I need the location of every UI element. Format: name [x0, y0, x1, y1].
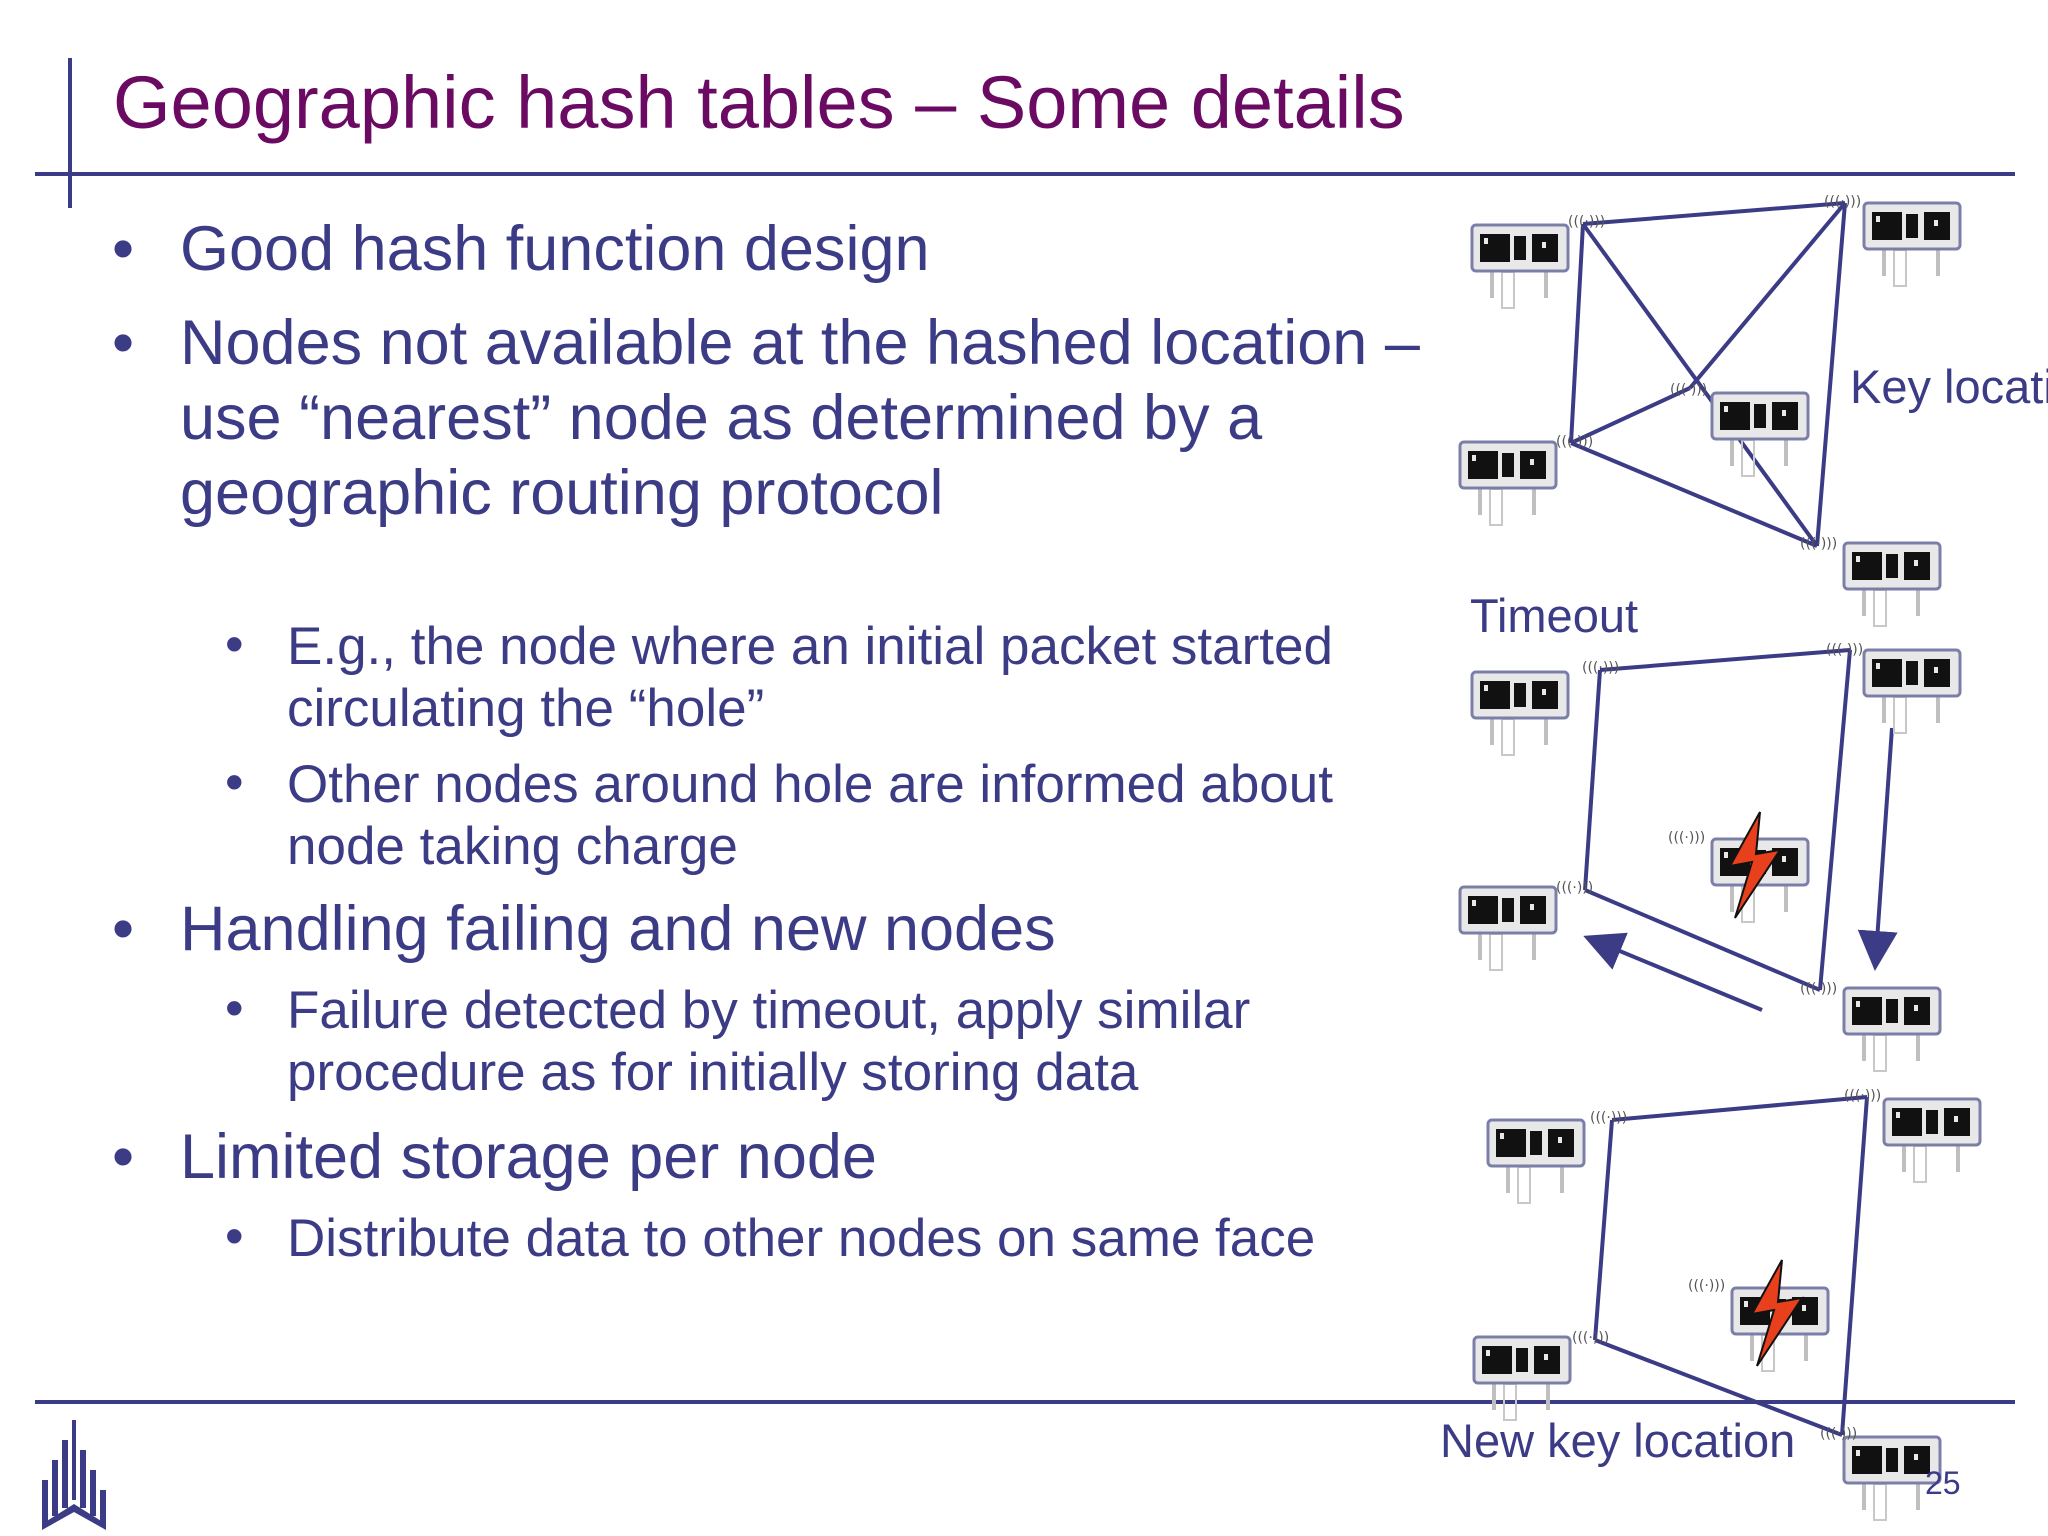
sub-bullet-item: Distribute data to other nodes on same f… [225, 1206, 1437, 1270]
sensor-node-icon [1470, 223, 1570, 310]
bullet-item: Handling failing and new nodes [112, 892, 1420, 967]
sensor-node-icon [1458, 885, 1558, 972]
sensor-node-icon [1710, 391, 1810, 478]
bullet-item: Good hash function design [112, 212, 1420, 287]
bullet-item: Limited storage per node [112, 1120, 1420, 1195]
sensor-node-icon [1842, 541, 1942, 628]
title-vertical-rule [68, 58, 72, 208]
bullet-item: Nodes not available at the hashed locati… [112, 306, 1420, 531]
diagram-key-location [1458, 194, 1962, 628]
university-logo [42, 1420, 106, 1530]
sensor-node-icon [1486, 1118, 1586, 1205]
sensor-node-icon [1472, 1335, 1572, 1422]
timeout-label: Timeout [1470, 589, 1639, 642]
sensor-node-icon [1470, 670, 1570, 757]
diagram-timeout [1458, 642, 1962, 1073]
sensor-node-icon [1882, 1097, 1982, 1184]
key-location-label: Key location [1850, 360, 2048, 413]
lightning-icon [1750, 1259, 1805, 1367]
new-key-location-label: New key location [1440, 1414, 1796, 1467]
footer-rule [35, 1400, 2015, 1404]
sensor-node-icon [1862, 201, 1962, 288]
sensor-node-icon [1458, 440, 1558, 527]
sub-bullet-item: Other nodes around hole are informed abo… [225, 752, 1437, 878]
sensor-node-icon [1842, 986, 1942, 1073]
sub-bullet-item: E.g., the node where an initial packet s… [225, 614, 1437, 740]
title-horizontal-rule [35, 172, 2015, 176]
sub-bullet-item: Failure detected by timeout, apply simil… [225, 978, 1437, 1104]
diagram-new-key-location [1472, 1088, 1982, 1522]
sensor-node-icon [1862, 648, 1962, 735]
lightning-icon [1728, 811, 1783, 919]
page-number: 25 [1925, 1465, 1961, 1501]
slide-title: Geographic hash tables – Some details [113, 61, 1405, 144]
